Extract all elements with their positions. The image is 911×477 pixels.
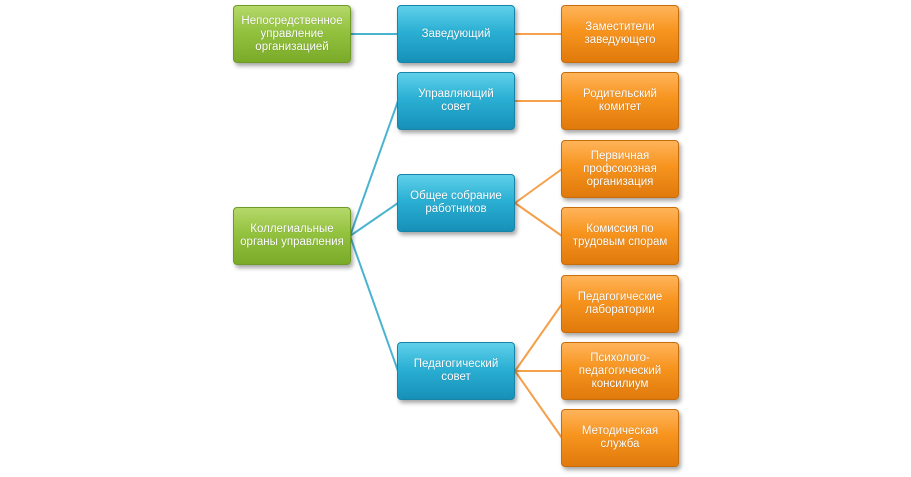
node-labor-disputes: Комиссия по трудовым спорам [561,207,679,265]
connector-meeting-to-disputes [514,202,563,237]
node-trade-union-label: Первичная профсоюзная организация [583,149,657,188]
node-parent-committee-label: Родительский комитет [583,88,657,113]
node-pedagogical-council: Педагогический совет [397,342,515,400]
node-head: Заведующий [397,5,515,63]
node-governing-council: Управляющий совет [397,72,515,130]
node-pedagogical-labs: Педагогические лаборатории [561,275,679,333]
node-collegial-bodies-label: Коллегиальные органы управления [240,223,344,248]
node-general-meeting-label: Общее собрание работников [410,190,502,215]
connector-pedcouncil-to-labs [514,303,563,372]
node-general-meeting: Общее собрание работников [397,174,515,232]
node-parent-committee: Родительский комитет [561,72,679,130]
node-psych-council: Психолого- педагогический консилиум [561,342,679,400]
connector-collegial-to-meeting [349,202,399,237]
node-methodical-service-label: Методическая служба [581,425,659,450]
node-head-label: Заведующий [421,27,491,40]
node-collegial-bodies: Коллегиальные органы управления [233,207,351,265]
node-labor-disputes-label: Комиссия по трудовым спорам [572,223,668,248]
connector-pedcouncil-to-method [514,370,563,439]
node-direct-management: Непосредственное управление организацией [233,5,351,63]
node-trade-union: Первичная профсоюзная организация [561,140,679,198]
node-pedagogical-council-label: Педагогический совет [413,358,499,383]
connector-collegial-to-council [349,100,399,237]
node-psych-council-label: Психолого- педагогический консилиум [578,351,662,390]
node-governing-council-label: Управляющий совет [418,88,494,113]
connector-meeting-to-union [514,168,563,204]
node-deputies: Заместители заведующего [561,5,679,63]
node-direct-management-label: Непосредственное управление организацией [241,14,343,53]
node-pedagogical-labs-label: Педагогические лаборатории [577,291,663,316]
node-methodical-service: Методическая служба [561,409,679,467]
connector-collegial-to-pedcouncil [349,235,399,372]
node-deputies-label: Заместители заведующего [584,21,656,46]
